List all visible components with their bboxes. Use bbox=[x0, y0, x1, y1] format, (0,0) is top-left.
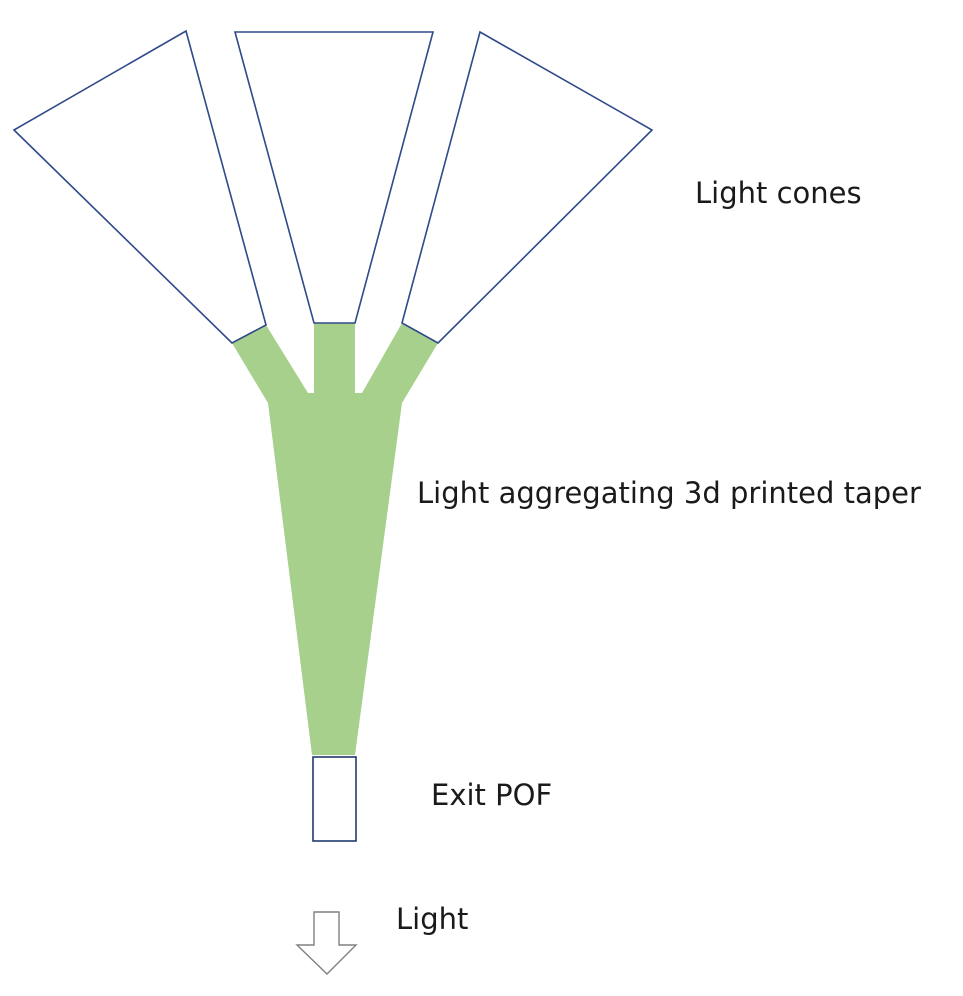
light-arrow-down-icon bbox=[295, 911, 358, 975]
light-cone-center bbox=[233, 31, 435, 324]
exit-pof bbox=[312, 756, 357, 842]
taper-label: Light aggregating 3d printed taper bbox=[417, 476, 921, 510]
light-cone-right bbox=[401, 30, 654, 344]
light-aggregating-taper bbox=[232, 323, 438, 755]
light-cones-label: Light cones bbox=[695, 176, 862, 210]
exit-pof-label: Exit POF bbox=[431, 778, 553, 812]
light-label: Light bbox=[396, 902, 469, 936]
light-cone-left bbox=[12, 29, 267, 344]
